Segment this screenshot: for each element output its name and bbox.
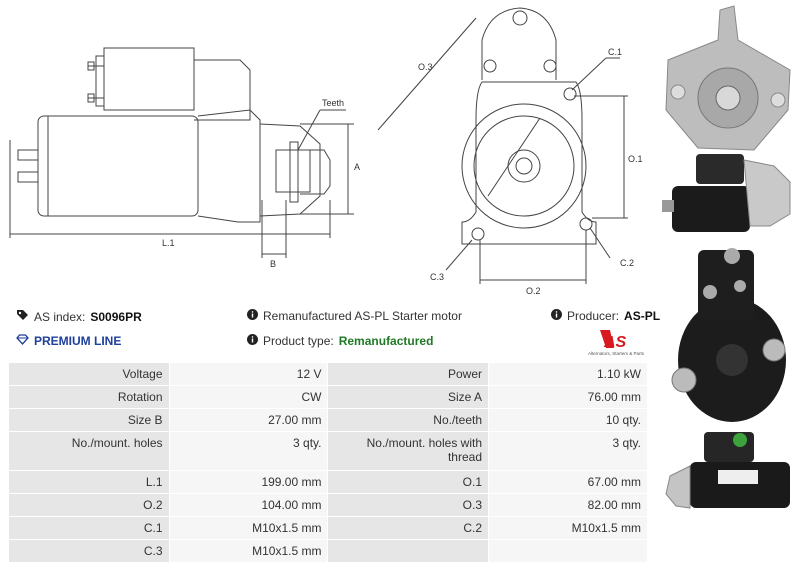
spec-value: M10x1.5 mm xyxy=(488,516,648,540)
photo-rear-view xyxy=(671,248,786,422)
photo-label-view xyxy=(665,432,790,509)
spec-label: Size B xyxy=(8,408,170,432)
producer-label: Producer: xyxy=(567,309,620,323)
spec-label: C.3 xyxy=(8,539,170,563)
spec-label: O.3 xyxy=(327,493,489,517)
svg-text:AS: AS xyxy=(603,334,627,351)
premium-line-row: PREMIUM LINE xyxy=(16,334,121,348)
technical-drawing: Teeth A B L.1 O.3 O.1 O.2 C.1 C.2 C.3 xyxy=(9,7,643,296)
spec-value: 10 qty. xyxy=(488,408,648,432)
info-icon xyxy=(247,334,258,348)
spec-value: 3 qty. xyxy=(488,431,648,471)
producer-row: Producer: AS-PL xyxy=(551,309,660,323)
tag-icon xyxy=(16,309,29,324)
spec-label: C.1 xyxy=(8,516,170,540)
label-b: B xyxy=(270,259,276,269)
label-c3: C.3 xyxy=(430,272,444,282)
product-description: Remanufactured AS-PL Starter motor xyxy=(263,309,462,323)
product-photos xyxy=(662,5,791,509)
spec-label: C.2 xyxy=(327,516,489,540)
spec-value: 3 qty. xyxy=(168,431,329,471)
producer-value: AS-PL xyxy=(624,309,661,323)
spec-label: L.1 xyxy=(8,470,170,494)
spec-value: 76.00 mm xyxy=(488,385,648,409)
spec-label: Rotation xyxy=(8,385,170,409)
spec-value: 104.00 mm xyxy=(168,493,329,517)
spec-label: Size A xyxy=(327,385,489,409)
as-index-value: S0096PR xyxy=(90,309,142,324)
diamond-icon xyxy=(16,334,29,348)
spec-value: M10x1.5 mm xyxy=(168,539,329,563)
as-logo: AS Alternators, Starters & Parts xyxy=(586,328,648,361)
photo-side-view xyxy=(662,154,791,232)
label-c1: C.1 xyxy=(608,47,622,57)
spec-label xyxy=(327,539,489,563)
front-top-lug xyxy=(481,7,557,80)
spec-value: 82.00 mm xyxy=(488,493,648,517)
label-c2: C.2 xyxy=(620,258,634,268)
spec-label: O.2 xyxy=(8,493,170,517)
spec-value: CW xyxy=(168,385,329,409)
as-index-label: AS index: xyxy=(34,309,86,324)
spec-value: 1.10 kW xyxy=(488,362,648,386)
svg-text:Alternators, Starters & Parts: Alternators, Starters & Parts xyxy=(588,351,645,356)
product-type-label: Product type: xyxy=(263,334,334,348)
spec-value: 27.00 mm xyxy=(168,408,329,432)
as-logo-mark: AS Alternators, Starters & Parts xyxy=(588,330,645,356)
spec-label: No./mount. holes with thread xyxy=(327,431,489,471)
product-type-value: Remanufactured xyxy=(338,334,434,348)
spec-value: M10x1.5 mm xyxy=(168,516,329,540)
description-row: Remanufactured AS-PL Starter motor xyxy=(247,309,462,323)
spec-label: Voltage xyxy=(8,362,170,386)
motor-body-outline xyxy=(37,115,199,217)
photo-front-view xyxy=(665,5,791,151)
label-l1: L.1 xyxy=(162,238,175,248)
spec-label: No./mount. holes xyxy=(8,431,170,471)
as-index-row: AS index: S0096PR xyxy=(16,309,142,324)
spec-value: 67.00 mm xyxy=(488,470,648,494)
label-o1: O.1 xyxy=(628,154,643,164)
spec-label: O.1 xyxy=(327,470,489,494)
label-teeth: Teeth xyxy=(322,98,344,108)
info-icon xyxy=(551,309,562,323)
spec-label: No./teeth xyxy=(327,408,489,432)
label-o3: O.3 xyxy=(418,62,433,72)
product-type-row: Product type: Remanufactured xyxy=(247,334,433,348)
label-a: A xyxy=(354,162,360,172)
spec-value: 199.00 mm xyxy=(168,470,329,494)
spec-value: 12 V xyxy=(168,362,329,386)
solenoid-outline xyxy=(103,47,195,111)
spec-value xyxy=(488,539,648,563)
spec-label: Power xyxy=(327,362,489,386)
label-o2: O.2 xyxy=(526,286,541,296)
info-icon xyxy=(247,309,258,323)
premium-line-label: PREMIUM LINE xyxy=(34,334,122,348)
